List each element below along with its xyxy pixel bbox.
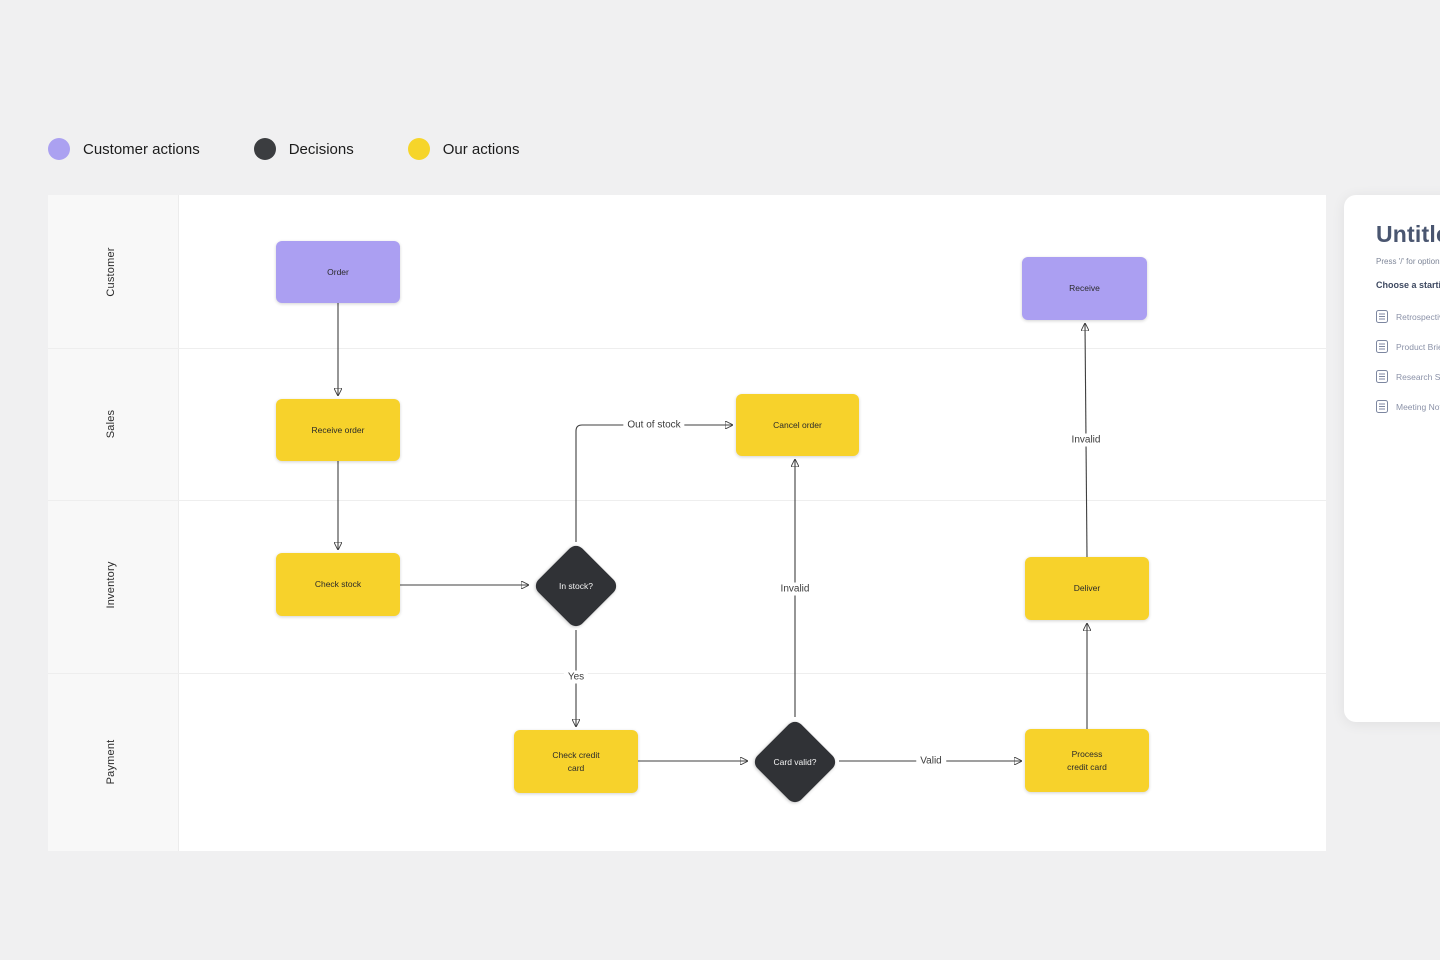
edge-in-stock-to-cancel-order[interactable] <box>575 425 732 542</box>
node-order[interactable]: Order <box>276 241 400 303</box>
our-actions-swatch-icon <box>407 138 430 160</box>
template-item-product-brief[interactable]: Product Brief <box>1376 333 1440 360</box>
edge-label-invalid-2[interactable]: Invalid <box>1067 433 1105 447</box>
side-panel: Untitled Press '/' for options o Choose … <box>1344 195 1440 722</box>
legend-label: Customer actions <box>83 140 200 158</box>
template-list: Retrospective S Product Brief Research S… <box>1376 300 1440 420</box>
node-receive-order[interactable]: Receive order <box>276 399 400 461</box>
node-card-valid-decision[interactable]: Card valid? <box>751 718 839 806</box>
edge-label-yes[interactable]: Yes <box>563 670 589 684</box>
document-icon <box>1376 340 1388 353</box>
template-item-meeting-notes[interactable]: Meeting Notes <box>1376 393 1440 420</box>
node-process-credit-card[interactable]: Process credit card <box>1025 729 1149 792</box>
board-title[interactable]: Untitled <box>1376 221 1440 247</box>
decisions-swatch-icon <box>253 138 276 160</box>
node-receive[interactable]: Receive <box>1022 257 1147 320</box>
panel-hint-text: Press '/' for options o <box>1376 257 1440 266</box>
customer-actions-swatch-icon <box>48 138 70 160</box>
legend-item-our-actions[interactable]: Our actions <box>407 138 520 160</box>
document-icon <box>1376 310 1388 323</box>
legend-label: Decisions <box>288 140 354 158</box>
edge-label-out-of-stock[interactable]: Out of stock <box>623 418 685 432</box>
flowchart-canvas[interactable]: Customer Sales Inventory Payment Out of … <box>48 195 1326 851</box>
panel-section-title: Choose a starting <box>1376 280 1440 290</box>
document-icon <box>1376 400 1388 413</box>
template-item-research-synthesis[interactable]: Research Synth <box>1376 363 1440 390</box>
lane-divider <box>48 348 1326 349</box>
node-cancel-order[interactable]: Cancel order <box>736 394 859 456</box>
template-item-retrospective[interactable]: Retrospective S <box>1376 303 1440 330</box>
lane-divider <box>48 500 1326 501</box>
legend: Customer actions Decisions Our actions <box>48 138 519 160</box>
document-icon <box>1376 370 1388 383</box>
node-check-stock[interactable]: Check stock <box>276 553 400 616</box>
node-deliver[interactable]: Deliver <box>1025 557 1149 620</box>
legend-item-decisions[interactable]: Decisions <box>253 138 354 160</box>
node-check-credit-card[interactable]: Check credit card <box>514 730 638 793</box>
node-in-stock-decision[interactable]: In stock? <box>532 542 620 630</box>
edge-label-valid[interactable]: Valid <box>916 754 946 768</box>
lane-divider <box>48 673 1326 674</box>
legend-item-customer-actions[interactable]: Customer actions <box>48 138 200 160</box>
edge-label-invalid-1[interactable]: Invalid <box>776 582 814 596</box>
legend-label: Our actions <box>442 140 520 158</box>
swimlane-header-strip <box>48 195 179 851</box>
